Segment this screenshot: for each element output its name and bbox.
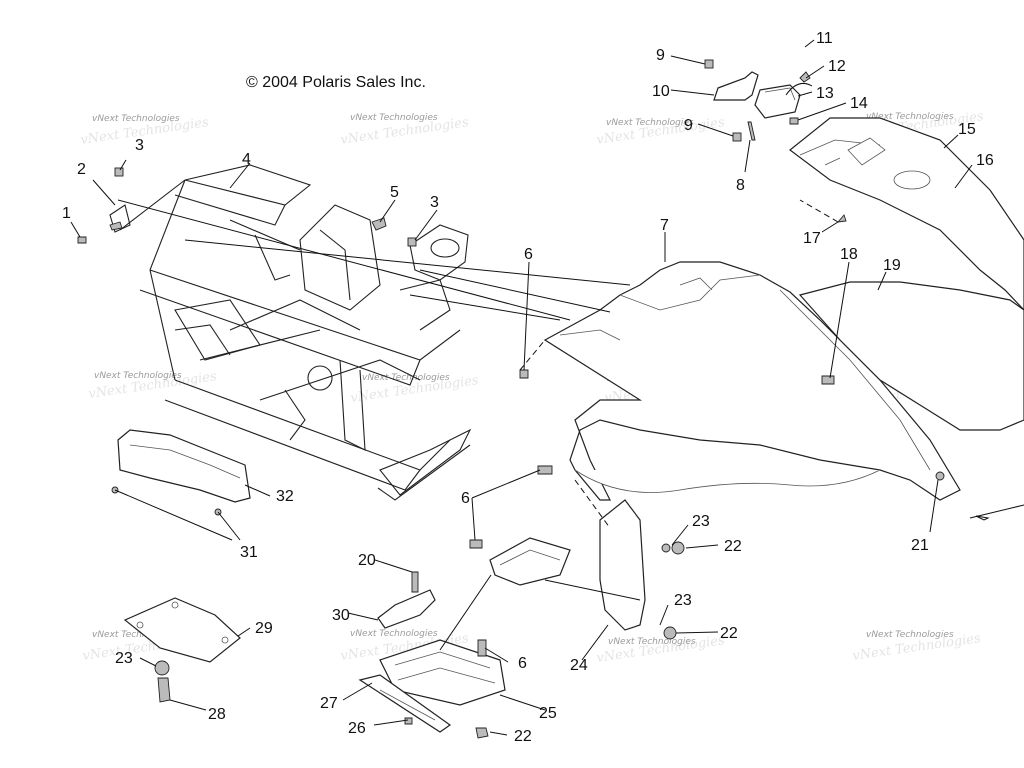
callout-label: 7: [660, 217, 669, 234]
front-fender: [543, 261, 961, 501]
callout-label: 12: [828, 58, 846, 75]
callout-label: 6: [461, 490, 470, 507]
seat-cover: [117, 429, 251, 503]
callout-label: 24: [570, 657, 588, 674]
callout-label: 28: [208, 706, 226, 723]
callout-label: 22: [514, 728, 532, 745]
callout-label: 11: [816, 30, 833, 47]
watermark: vNext Technologies: [350, 113, 438, 123]
callout-label: 13: [816, 85, 834, 102]
callout-label: 27: [320, 695, 338, 712]
footrest-assembly: [358, 537, 571, 733]
callout-label: 14: [850, 95, 868, 112]
watermark: vNext Technologies: [606, 118, 694, 128]
callout-label: 3: [430, 194, 439, 211]
callout-label: 4: [242, 151, 251, 168]
watermark: vNext Technologies: [362, 373, 450, 383]
callout-label: 3: [135, 137, 144, 154]
callout-numbers: 1 2 3 3 4 5 6 6 6 7 8 9 9 10 11 12 13 14…: [62, 30, 994, 745]
copyright-notice: © 2004 Polaris Sales Inc.: [246, 74, 426, 91]
watermark: vNext Technologies: [866, 630, 954, 640]
callout-label: 18: [840, 246, 858, 263]
watermark: vNext Technologies: [866, 112, 954, 122]
callout-label: 1: [62, 205, 71, 222]
callout-label: 15: [958, 121, 976, 138]
callout-label: 30: [332, 607, 350, 624]
watermark: vNext Technologies: [94, 371, 182, 381]
callout-label: 22: [724, 538, 742, 555]
callout-label: 21: [911, 537, 929, 554]
callout-label: 29: [255, 620, 273, 637]
callout-label: 23: [674, 592, 692, 609]
callout-label: 22: [720, 625, 738, 642]
callout-label: 32: [276, 488, 294, 505]
rear-fender: [789, 117, 1024, 311]
front-fender-side: [798, 281, 1024, 431]
callout-label: 16: [976, 152, 994, 169]
leader-lines: [70, 39, 1024, 736]
bracket: [377, 589, 436, 629]
skid-plate: [123, 597, 241, 663]
callout-label: 17: [803, 230, 821, 247]
hardware: [77, 167, 945, 739]
watermark: vNext Technologies: [92, 630, 180, 640]
mud-flap: [599, 499, 646, 631]
callout-label: 23: [115, 650, 133, 667]
callout-label: 5: [390, 184, 399, 201]
callout-label: 9: [656, 47, 665, 64]
callout-label: 23: [692, 513, 710, 530]
watermark: vNext Technologies: [608, 637, 696, 647]
callout-label: 19: [883, 257, 901, 274]
watermark: vNext Technologies: [92, 114, 180, 124]
callout-label: 6: [518, 655, 527, 672]
callout-label: 9: [684, 117, 693, 134]
callout-label: 25: [539, 705, 557, 722]
callout-label: 8: [736, 177, 745, 194]
callout-label: 31: [240, 544, 258, 561]
callout-label: 10: [652, 83, 670, 100]
callout-label: 2: [77, 161, 86, 178]
callout-label: 20: [358, 552, 376, 569]
frame-assembly: [109, 164, 472, 501]
watermark: vNext Technologies: [350, 629, 438, 639]
callout-label: 6: [524, 246, 533, 263]
callout-label: 26: [348, 720, 366, 737]
